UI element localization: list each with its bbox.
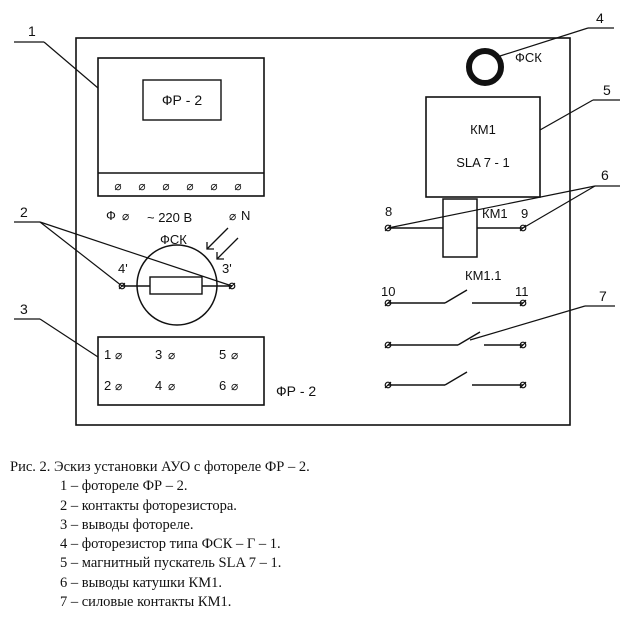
callout-7: 7 — [599, 288, 607, 304]
relay-terminal-row: ⌀ ⌀ ⌀ ⌀ ⌀ ⌀ — [114, 179, 241, 193]
svg-text:⌀: ⌀ — [168, 348, 175, 362]
mounting-panel — [75, 37, 571, 426]
leader-lines — [14, 27, 620, 358]
figure-caption: Рис. 2. Эскиз установки АУО с фотореле Ф… — [0, 458, 640, 612]
photoresistor-sensor — [466, 48, 504, 86]
svg-text:⌀: ⌀ — [115, 379, 122, 393]
installation-sketch: ФР - 2 ⌀ ⌀ ⌀ ⌀ ⌀ ⌀ Ф ⌀ ~ 220 В ⌀ N ФСК 4… — [14, 10, 620, 426]
starter-line2: SLA 7 - 1 — [456, 155, 509, 170]
contact-right-label: 3' — [222, 261, 232, 276]
relay-terminal-block: 1 ⌀ 3 ⌀ 5 ⌀ 2 ⌀ 4 ⌀ 6 ⌀ — [97, 336, 265, 406]
photoresistor-element — [149, 276, 203, 295]
svg-text:⌀: ⌀ — [168, 379, 175, 393]
svg-text:⌀: ⌀ — [115, 348, 122, 362]
voltage-label: ~ 220 В — [147, 210, 192, 225]
callout-1: 1 — [28, 23, 36, 39]
coil-right-num: 9 — [521, 206, 528, 221]
caption-item: 4 – фоторезистор типа ФСК – Г – 1. — [60, 536, 281, 553]
neutral-label: N — [241, 208, 250, 223]
terminal-3: 3 — [155, 347, 162, 362]
svg-text:⌀: ⌀ — [186, 179, 193, 193]
photoresistor-top-label: ФСК — [515, 50, 542, 65]
callout-3: 3 — [20, 301, 28, 317]
coil-km1: 8 КМ1 9 — [384, 198, 528, 258]
contacts-label: КМ1.1 — [465, 268, 501, 283]
relay-label-box — [142, 79, 222, 121]
photo-relay: ФР - 2 ⌀ ⌀ ⌀ ⌀ ⌀ ⌀ — [97, 57, 265, 197]
callout-2: 2 — [20, 204, 28, 220]
caption-item: 5 – магнитный пускатель SLA 7 – 1. — [60, 555, 282, 572]
terminal-2: 2 — [104, 378, 111, 393]
caption-item: 2 – контакты фоторезистора. — [60, 497, 237, 514]
contacts-left-num: 10 — [381, 284, 395, 299]
photoresistor-assembly: ФСК 4' 3' — [118, 227, 239, 326]
phase-label: Ф — [106, 208, 116, 223]
callout-6: 6 — [601, 167, 609, 183]
power-contacts: КМ1.1 10 11 — [381, 268, 529, 389]
caption-item: 6 – выводы катушки КМ1. — [60, 574, 222, 591]
relay-label: ФР - 2 — [162, 92, 202, 108]
svg-text:⌀: ⌀ — [229, 209, 236, 223]
svg-text:⌀: ⌀ — [138, 179, 145, 193]
coil-label: КМ1 — [482, 206, 508, 221]
caption-title: Рис. 2. Эскиз установки АУО с фотореле Ф… — [10, 459, 310, 475]
coil-left-num: 8 — [385, 204, 392, 219]
svg-text:⌀: ⌀ — [122, 209, 129, 223]
light-arrows-icon — [206, 227, 239, 260]
caption-item: 7 – силовые контакты КМ1. — [60, 594, 232, 611]
callout-4: 4 — [596, 10, 604, 26]
terminal-6: 6 — [219, 378, 226, 393]
caption-item: 1 – фотореле ФР – 2. — [60, 478, 188, 495]
photoresistor-name: ФСК — [160, 232, 187, 247]
contacts-right-num: 11 — [515, 284, 529, 299]
svg-text:⌀: ⌀ — [210, 179, 217, 193]
supply-labels: Ф ⌀ ~ 220 В ⌀ N — [106, 208, 250, 225]
terminal-block-label: ФР - 2 — [276, 383, 316, 399]
terminal-5: 5 — [219, 347, 226, 362]
contact-left-label: 4' — [118, 261, 128, 276]
svg-text:⌀: ⌀ — [231, 379, 238, 393]
svg-text:⌀: ⌀ — [231, 348, 238, 362]
terminal-1: 1 — [104, 347, 111, 362]
starter-line1: КМ1 — [470, 122, 496, 137]
photoresistor-body — [136, 244, 218, 326]
magnetic-starter: КМ1 SLA 7 - 1 — [425, 96, 541, 198]
caption-item: 3 – выводы фотореле. — [60, 516, 194, 533]
terminal-4: 4 — [155, 378, 162, 393]
svg-text:⌀: ⌀ — [234, 179, 241, 193]
svg-text:⌀: ⌀ — [114, 179, 121, 193]
callout-5: 5 — [603, 82, 611, 98]
svg-text:⌀: ⌀ — [162, 179, 169, 193]
